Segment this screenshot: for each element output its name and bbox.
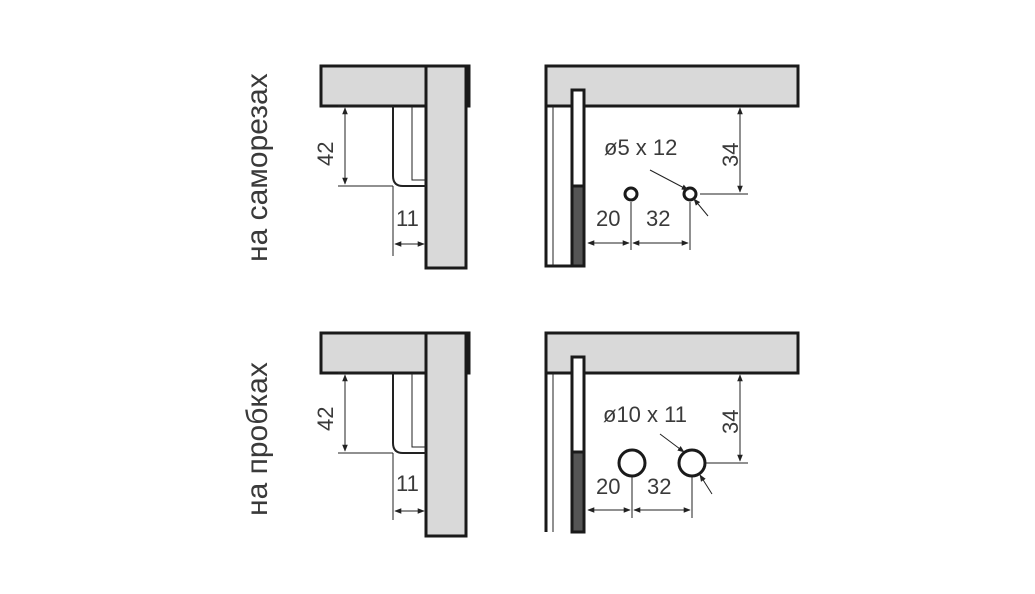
side-view-screws: 42 11: [313, 64, 471, 270]
row-plugs: на пробках 42 11: [241, 331, 800, 538]
leader-line: [699, 474, 713, 495]
side-panel: [424, 331, 468, 538]
dim-label-42: 42: [313, 142, 338, 166]
screw-hole: [682, 186, 698, 202]
hinge-plate-inner: [411, 373, 426, 448]
dim-label-20: 20: [596, 474, 620, 499]
leader-line: [693, 198, 709, 217]
front-view-screws: ø5 x 12 34 20 32: [544, 64, 800, 268]
side-view-plugs: 42 11: [313, 331, 471, 538]
dim-label-34: 34: [718, 410, 743, 434]
front-view-plugs: ø10 x 11 34 20 32: [544, 331, 800, 534]
dim-label-34: 34: [718, 143, 743, 167]
row-screws: на саморезах 42 11: [241, 64, 800, 270]
plug-hole: [617, 448, 647, 478]
plug-hole: [677, 448, 707, 478]
top-panel-front: [544, 331, 800, 375]
dim-label-11: 11: [396, 471, 419, 496]
dim-label-32: 32: [646, 206, 670, 231]
upright-lower: [570, 184, 586, 268]
hinge-plate-inner: [411, 106, 426, 181]
dim-label-20: 20: [596, 206, 620, 231]
hole-spec-label: ø5 x 12: [604, 135, 677, 160]
dim-label-32: 32: [647, 474, 671, 499]
side-panel: [424, 64, 468, 270]
row-label-screws: на саморезах: [241, 73, 274, 262]
screw-hole: [623, 186, 639, 202]
leader-line: [649, 169, 689, 191]
row-label-plugs: на пробках: [241, 362, 274, 516]
hole-spec-label: ø10 x 11: [603, 402, 687, 427]
dim-label-42: 42: [313, 407, 338, 431]
hinge-plate: [392, 373, 426, 454]
leader-line: [659, 433, 685, 453]
hinge-plate: [392, 106, 426, 187]
upright-lower: [570, 450, 586, 534]
dim-label-11: 11: [396, 206, 419, 231]
